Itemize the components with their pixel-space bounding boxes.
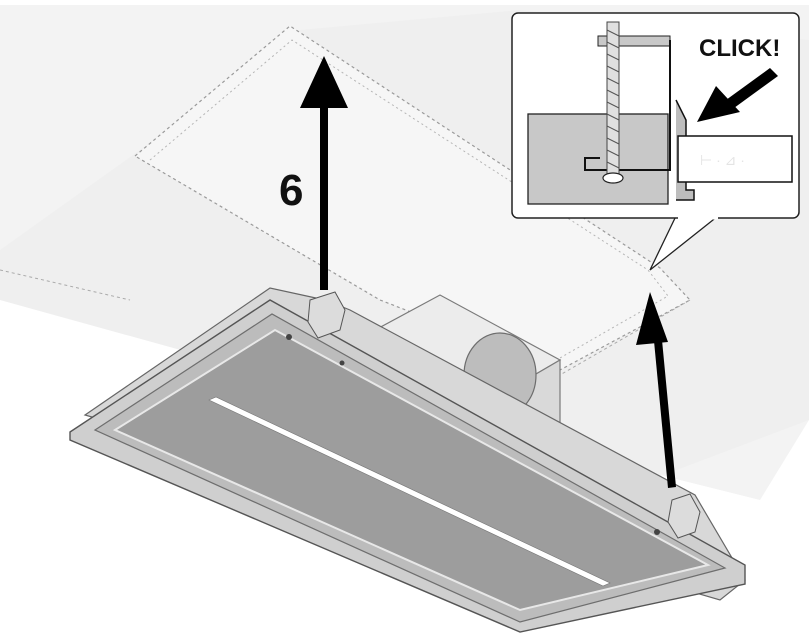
hood-panel <box>112 328 711 612</box>
screw-mid <box>339 360 345 366</box>
left-clip <box>307 291 346 339</box>
threaded-rod <box>606 21 620 183</box>
inset-hood-profile <box>584 40 671 171</box>
led-light-strip <box>208 396 611 587</box>
ceiling-edge-line <box>0 269 131 301</box>
screw-right <box>654 529 660 535</box>
click-arrow <box>697 68 778 122</box>
step-number: 6 <box>279 166 303 215</box>
click-label: CLICK! <box>699 35 780 62</box>
lift-arrow-right <box>636 292 676 488</box>
screw-left <box>286 334 292 340</box>
ceiling-edge-line-right <box>559 299 691 376</box>
detail-callout: ⊢ · ⊿ · CLICK! <box>511 12 800 271</box>
rod-nut <box>602 172 624 184</box>
inset-hood-edge <box>677 135 793 183</box>
cooker-hood <box>69 287 746 633</box>
lift-arrow-left <box>300 56 348 290</box>
inset-hood-blur: ⊢ · ⊿ · <box>700 152 745 168</box>
ceiling-cutout-outline <box>133 25 691 371</box>
right-clip <box>667 493 701 539</box>
